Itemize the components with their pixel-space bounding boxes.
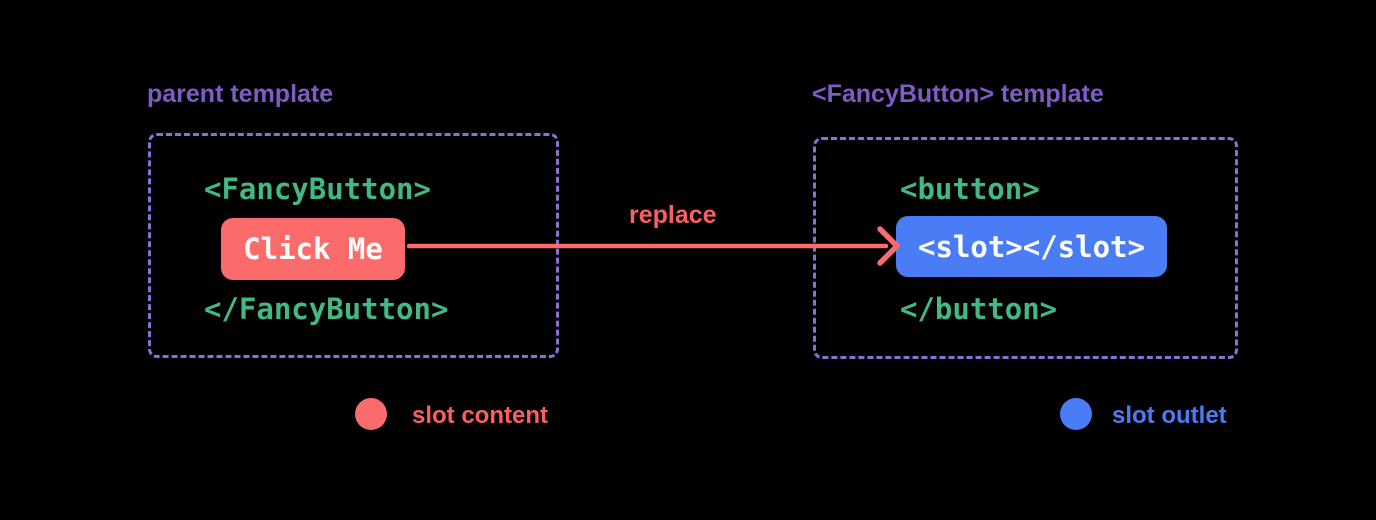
button-open-tag: <button> [900,172,1040,206]
slot-outlet-dot-icon [1060,398,1092,430]
fancybutton-close-tag: </FancyButton> [204,292,449,326]
parent-template-title: parent template [147,80,334,108]
fancybutton-open-tag: <FancyButton> [204,172,431,206]
slot-outlet-legend-label: slot outlet [1112,402,1227,429]
slot-code-label: <slot></slot> [918,229,1145,264]
fancybutton-template-title: <FancyButton> template [812,80,1104,108]
button-close-tag: </button> [900,292,1058,326]
click-me-button: Click Me [221,218,405,280]
replace-arrow-label: replace [629,201,717,229]
slot-content-dot-icon [355,398,387,430]
slot-content-legend-label: slot content [412,402,548,429]
click-me-label: Click Me [243,232,383,266]
slot-outlet-box: <slot></slot> [896,216,1167,277]
